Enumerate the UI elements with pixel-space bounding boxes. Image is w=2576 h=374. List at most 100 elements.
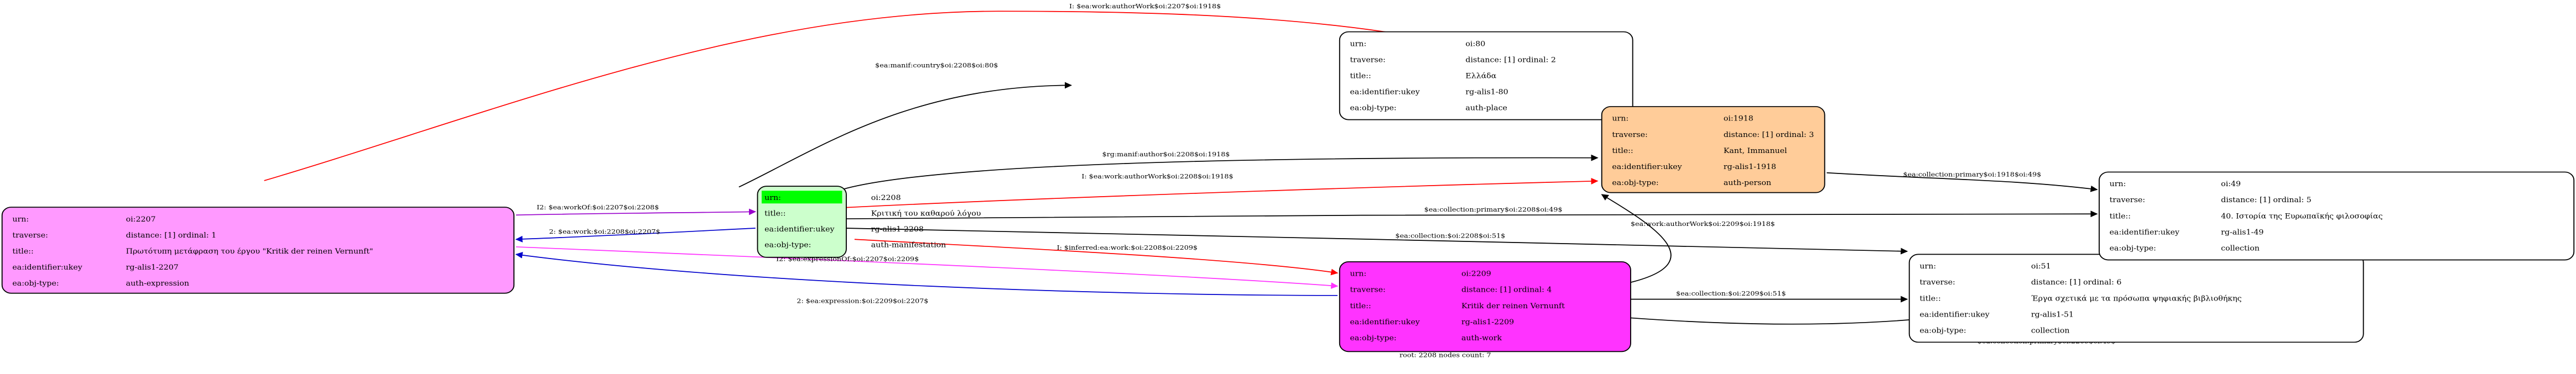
- row-value: rg-alis1-49: [2221, 228, 2263, 236]
- row-value: auth-manifestation: [871, 241, 946, 249]
- row-value: auth-place: [1465, 104, 1507, 112]
- edge-2207-2208-workof: I2: $ea:workOf:$oi:2207$oi:2208$: [516, 204, 757, 216]
- edge-path: [844, 228, 1908, 255]
- row-key: ea:identifier:ukey: [1350, 88, 1420, 96]
- edge-2209-1918-authorwork: $ea:work:authorWork$oi:2209$oi:1918$: [1601, 194, 1775, 283]
- row-key: urn:: [2110, 180, 2126, 188]
- row-value: Έργα σχετικά με τα πρόσωπα ψηφιακής βιβλ…: [2031, 294, 2242, 303]
- edge-2208-49-collection-primary: $ea:collection:primary$oi:2208$oi:49$: [844, 206, 2098, 219]
- row-key: ea:identifier:ukey: [1612, 163, 1682, 171]
- row-key: ea:obj-type:: [2110, 244, 2156, 252]
- edge-path: [515, 252, 1338, 296]
- node-2209[interactable]: urn: oi:2209 traverse: distance: [1] ord…: [1339, 261, 1631, 352]
- row-value: oi:49: [2221, 180, 2241, 188]
- row-value: rg-alis1-2209: [1461, 318, 1514, 326]
- row-key: urn:: [12, 215, 29, 223]
- row-key: urn:: [1919, 262, 1936, 271]
- edge-2208-2207-work: 2: $ea:work:$oi:2208$oi:2207$: [515, 228, 756, 243]
- edge-label: $ea:work:authorWork$oi:2209$oi:1918$: [1631, 220, 1775, 227]
- edge-path: [516, 208, 757, 216]
- row-key: ea:obj-type:: [1919, 326, 1966, 335]
- row-key: traverse:: [2110, 196, 2145, 204]
- row-value: distance: [1] ordinal: 1: [126, 231, 216, 239]
- row-key: urn:: [1612, 114, 1628, 123]
- row-value: 40. Ιστορία της Ευρωπαϊκής φιλοσοφίας: [2221, 212, 2382, 220]
- row-key: traverse:: [1612, 130, 1647, 139]
- row-key: traverse:: [1350, 286, 1385, 294]
- row-key: ea:identifier:ukey: [2110, 228, 2180, 236]
- node-51[interactable]: urn: oi:51 traverse: distance: [1] ordin…: [1908, 254, 2364, 343]
- edge-label: $ea:collection:primary$oi:1918$oi:49$: [1903, 171, 2042, 178]
- row-value: oi:1918: [1724, 114, 1753, 123]
- edge-path: [516, 246, 1339, 289]
- edge-label: $ea:collection:primary$oi:2208$oi:49$: [1424, 206, 1563, 213]
- row-key: title::: [1919, 294, 1940, 303]
- row-key: urn:: [764, 194, 781, 202]
- row-value: oi:2209: [1461, 270, 1491, 278]
- row-key: title::: [1350, 72, 1371, 80]
- node-1918[interactable]: urn: oi:1918 traverse: distance: [1] ord…: [1601, 106, 1825, 193]
- row-key: urn:: [1350, 40, 1366, 48]
- root-highlight: [761, 191, 842, 204]
- row-value: Kritik der reinen Vernunft: [1461, 302, 1565, 310]
- row-value: rg-alis1-2208: [871, 225, 924, 234]
- row-key: ea:obj-type:: [1350, 104, 1396, 112]
- row-key: title::: [1350, 302, 1371, 310]
- row-value: oi:80: [1465, 40, 1485, 48]
- node-2208[interactable]: urn: oi:2208 title:: Κριτική του καθαρού…: [757, 186, 981, 258]
- edge-path: [844, 178, 1599, 208]
- edge-label: 2: $ea:work:$oi:2208$oi:2207$: [549, 228, 660, 235]
- edge-label: $ea:collection:$oi:2208$oi:51$: [1396, 232, 1506, 239]
- row-key: title::: [12, 247, 33, 256]
- row-value: oi:51: [2031, 262, 2051, 271]
- node-box: [1601, 106, 1825, 193]
- row-value: Ελλάδα: [1465, 72, 1496, 80]
- edge-label: $rg:manif:author$oi:2208$oi:1918$: [1102, 151, 1230, 158]
- row-key: title::: [764, 209, 785, 218]
- graph-footer: root: 2208 nodes count: 7: [1399, 351, 1491, 359]
- edge-label: $ea:manif:country$oi:2208$oi:80$: [875, 61, 998, 69]
- edge-1918-49-collection-primary: $ea:collection:primary$oi:1918$oi:49$: [1826, 171, 2098, 192]
- edge-path: [738, 82, 1072, 188]
- row-key: ea:obj-type:: [12, 280, 59, 288]
- row-value: auth-expression: [126, 280, 190, 288]
- row-key: ea:obj-type:: [764, 241, 811, 249]
- edge-label: I: $ea:work:authorWork$oi:2208$oi:1918$: [1081, 172, 1233, 180]
- row-value: collection: [2221, 244, 2260, 252]
- node-2207[interactable]: urn: oi:2207 traverse: distance: [1] ord…: [1, 207, 515, 294]
- row-key: traverse:: [1919, 278, 1955, 287]
- edge-path: [1601, 194, 1672, 283]
- node-box: [1339, 31, 1633, 120]
- edge-2208-1918-manif-author: $rg:manif:author$oi:2208$oi:1918$: [844, 151, 1599, 189]
- row-value: Kant, Immanuel: [1724, 146, 1787, 155]
- edge-label: $ea:collection:$oi:2209$oi:51$: [1676, 289, 1786, 297]
- row-value: rg-alis1-51: [2031, 310, 2074, 319]
- row-key: ea:obj-type:: [1612, 179, 1658, 187]
- row-value: distance: [1] ordinal: 5: [2221, 196, 2311, 204]
- row-key: ea:identifier:ukey: [1919, 310, 1990, 319]
- row-value: oi:2207: [126, 215, 156, 223]
- row-key: ea:obj-type:: [1350, 334, 1396, 343]
- node-80[interactable]: urn: oi:80 traverse: distance: [1] ordin…: [1339, 31, 1633, 120]
- row-value: distance: [1] ordinal: 6: [2031, 278, 2121, 287]
- edge-2208-80-country: $ea:manif:country$oi:2208$oi:80$: [738, 61, 1072, 188]
- edge-label: I2: $ea:workOf:$oi:2207$oi:2208$: [537, 204, 659, 211]
- row-value: oi:2208: [871, 194, 901, 202]
- edge-path: [854, 239, 1339, 276]
- edge-2209-2207-expression: 2: $ea:expression:$oi:2209$oi:2207$: [515, 252, 1338, 304]
- node-box: [1, 207, 515, 294]
- row-value: distance: [1] ordinal: 4: [1461, 286, 1552, 294]
- node-49[interactable]: urn: oi:49 traverse: distance: [1] ordin…: [2099, 171, 2575, 261]
- row-key: traverse:: [12, 231, 48, 239]
- row-key: traverse:: [1350, 56, 1385, 64]
- node-box: [757, 186, 847, 258]
- row-key: ea:identifier:ukey: [764, 225, 835, 234]
- row-value: collection: [2031, 326, 2070, 335]
- row-key: title::: [2110, 212, 2131, 220]
- edge-path: [1826, 172, 2098, 192]
- edge-path: [844, 210, 2098, 219]
- node-box: [1339, 261, 1631, 352]
- row-value: auth-person: [1724, 179, 1772, 187]
- row-key: urn:: [1350, 270, 1366, 278]
- row-value: distance: [1] ordinal: 3: [1724, 130, 1814, 139]
